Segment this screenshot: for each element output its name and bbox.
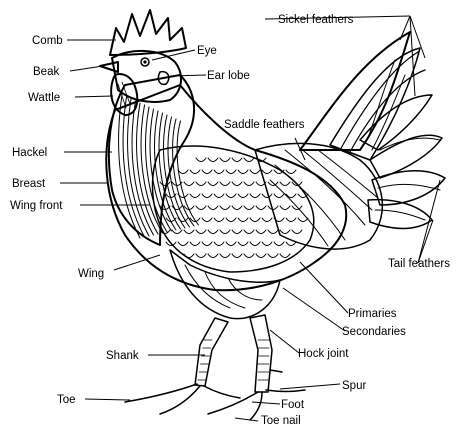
legs: [195, 315, 272, 392]
label-hackel: Hackel: [12, 147, 47, 159]
label-toe-nail: Toe nail: [261, 415, 301, 426]
beak-shape: [100, 62, 118, 72]
body: [106, 85, 346, 290]
label-secondaries: Secondaries: [342, 326, 406, 338]
hackle-feather-lines: [119, 95, 199, 238]
label-spur: Spur: [342, 380, 366, 392]
label-wing-front: Wing front: [10, 200, 63, 212]
comb-shape: [110, 10, 186, 55]
wing-coverts-pattern: [160, 158, 308, 258]
tail: [300, 32, 445, 229]
feet: [125, 370, 305, 420]
label-comb: Comb: [32, 35, 63, 47]
label-eye: Eye: [197, 45, 217, 57]
label-shank: Shank: [106, 350, 139, 362]
label-toe: Toe: [57, 394, 76, 406]
label-foot: Foot: [281, 399, 305, 411]
label-wing: Wing: [78, 268, 104, 280]
label-ear-lobe: Ear lobe: [207, 70, 250, 82]
labels: Comb Beak Wattle Hackel Breast Wing fron…: [10, 14, 450, 426]
label-breast: Breast: [12, 178, 46, 190]
label-beak: Beak: [33, 66, 59, 78]
label-wattle: Wattle: [28, 92, 60, 104]
label-hock-joint: Hock joint: [298, 348, 349, 360]
label-sickel-feathers: Sickel feathers: [278, 14, 354, 26]
label-saddle-feathers: Saddle feathers: [224, 119, 305, 131]
label-primaries: Primaries: [348, 308, 397, 320]
label-tail-feathers: Tail feathers: [388, 258, 450, 270]
